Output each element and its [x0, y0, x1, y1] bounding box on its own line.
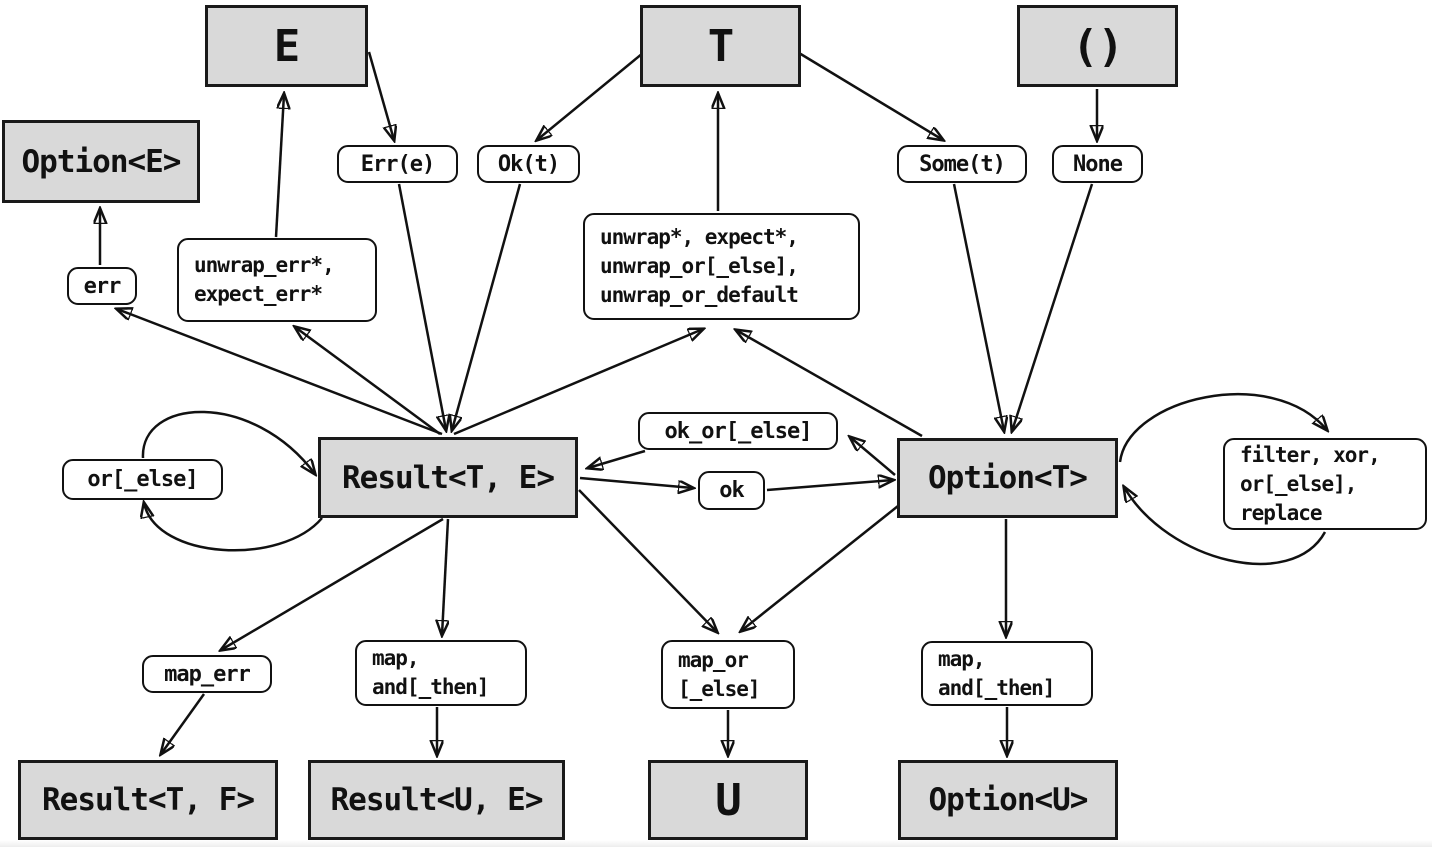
method-filter-line3: replace [1240, 500, 1323, 525]
method-unwrap-line2: unwrap_or[_else], [600, 254, 799, 278]
edge-ok-or-to-result [588, 449, 646, 468]
method-map-left: map, and[_then] [355, 640, 527, 706]
edge-result-to-or-else [144, 503, 323, 552]
edge-option-to-map-or [741, 505, 899, 631]
node-result-tf-label: Result<T, F> [42, 782, 255, 818]
method-err-ctor-label: Err(e) [360, 151, 435, 177]
node-e-label: E [273, 20, 300, 72]
bottom-fade [0, 840, 1432, 847]
edge-map-err-to-result-tf [161, 693, 206, 754]
edge-t-to-ok-ctor [537, 52, 644, 140]
node-unit: () [1017, 5, 1178, 87]
method-filter-line1: filter, xor, [1240, 442, 1381, 467]
edge-option-to-ok-or [850, 437, 896, 476]
method-map-left-line2: and[_then] [372, 675, 489, 699]
method-unwrap-err-line1: unwrap_err*, [194, 253, 335, 277]
method-map-err: map_err [142, 655, 272, 693]
edge-result-to-unwrap-err [295, 327, 441, 436]
node-u: U [648, 760, 808, 840]
method-ok: ok [698, 471, 765, 510]
method-ok-or-label: ok_or[_else] [664, 418, 813, 444]
method-ok-ctor-label: Ok(t) [497, 151, 560, 177]
edge-or-else-to-result [141, 410, 315, 474]
node-result-tf: Result<T, F> [18, 760, 278, 840]
method-ok-ctor: Ok(t) [477, 145, 580, 183]
method-map-right: map, and[_then] [921, 641, 1093, 706]
node-t-label: T [707, 20, 734, 72]
edge-option-to-filter [1118, 393, 1327, 463]
method-unwrap-line3: unwrap_or_default [600, 283, 799, 307]
node-result-te: Result<T, E> [318, 437, 578, 518]
method-map-or-line2: [_else] [678, 676, 761, 701]
method-map-or: map_or [_else] [661, 640, 795, 709]
method-err-ctor: Err(e) [337, 145, 458, 183]
method-ok-label: ok [719, 478, 744, 503]
method-some-ctor: Some(t) [897, 145, 1027, 183]
edge-t-to-some-ctor [798, 51, 943, 140]
node-t: T [640, 5, 801, 87]
edge-ok-to-option [766, 480, 893, 492]
edge-e-to-err-ctor [367, 51, 394, 140]
method-map-right-line2: and[_then] [938, 675, 1055, 700]
edge-result-to-ok [579, 476, 693, 488]
method-err: err [67, 267, 137, 305]
node-result-te-label: Result<T, E> [342, 459, 555, 496]
method-or-else-label: or[_else] [87, 467, 198, 492]
method-ok-or: ok_or[_else] [638, 412, 838, 450]
node-option-t: Option<T> [897, 438, 1118, 518]
method-some-ctor-label: Some(t) [919, 151, 1006, 177]
edge-ok-ctor-to-result [452, 183, 522, 430]
edge-none-to-option [1012, 183, 1094, 431]
edge-result-to-unwrap [453, 329, 703, 436]
edge-err-ctor-to-result [397, 183, 446, 430]
node-option-t-label: Option<T> [928, 460, 1088, 496]
node-e: E [205, 5, 368, 87]
method-or-else: or[_else] [62, 459, 223, 500]
method-none-ctor-label: None [1073, 151, 1123, 177]
edge-result-to-map-err [221, 517, 444, 650]
edge-unwrap-err-to-e [274, 94, 284, 238]
node-result-ue: Result<U, E> [308, 760, 565, 840]
edge-result-to-err [117, 309, 443, 436]
edge-option-to-unwrap [736, 330, 923, 438]
edge-result-to-map-left [442, 518, 448, 635]
edge-some-ctor-to-option [952, 183, 1004, 431]
node-option-u-label: Option<U> [928, 782, 1089, 818]
method-map-or-line1: map_or [678, 647, 749, 672]
node-unit-label: () [1072, 20, 1124, 72]
edge-filter-to-option [1124, 487, 1327, 566]
method-map-left-line1: map, [372, 646, 420, 670]
node-option-u: Option<U> [898, 760, 1118, 840]
node-option-e: Option<E> [2, 120, 200, 203]
node-u-label: U [715, 774, 741, 826]
method-filter-line2: or[_else], [1240, 471, 1357, 496]
method-unwrap-line1: unwrap*, expect*, [600, 225, 799, 249]
method-filter: filter, xor, or[_else], replace [1223, 438, 1427, 530]
method-unwrap-err-line2: expect_err* [194, 282, 323, 306]
node-result-ue-label: Result<U, E> [330, 782, 544, 818]
method-unwrap: unwrap*, expect*, unwrap_or[_else], unwr… [583, 213, 860, 320]
node-option-e-label: Option<E> [21, 143, 182, 180]
edge-result-to-map-or [578, 489, 717, 632]
method-map-right-line1: map, [938, 646, 986, 671]
method-unwrap-err: unwrap_err*, expect_err* [177, 238, 377, 322]
method-err-label: err [83, 273, 122, 299]
method-map-err-label: map_err [164, 661, 251, 687]
method-none-ctor: None [1052, 145, 1143, 183]
